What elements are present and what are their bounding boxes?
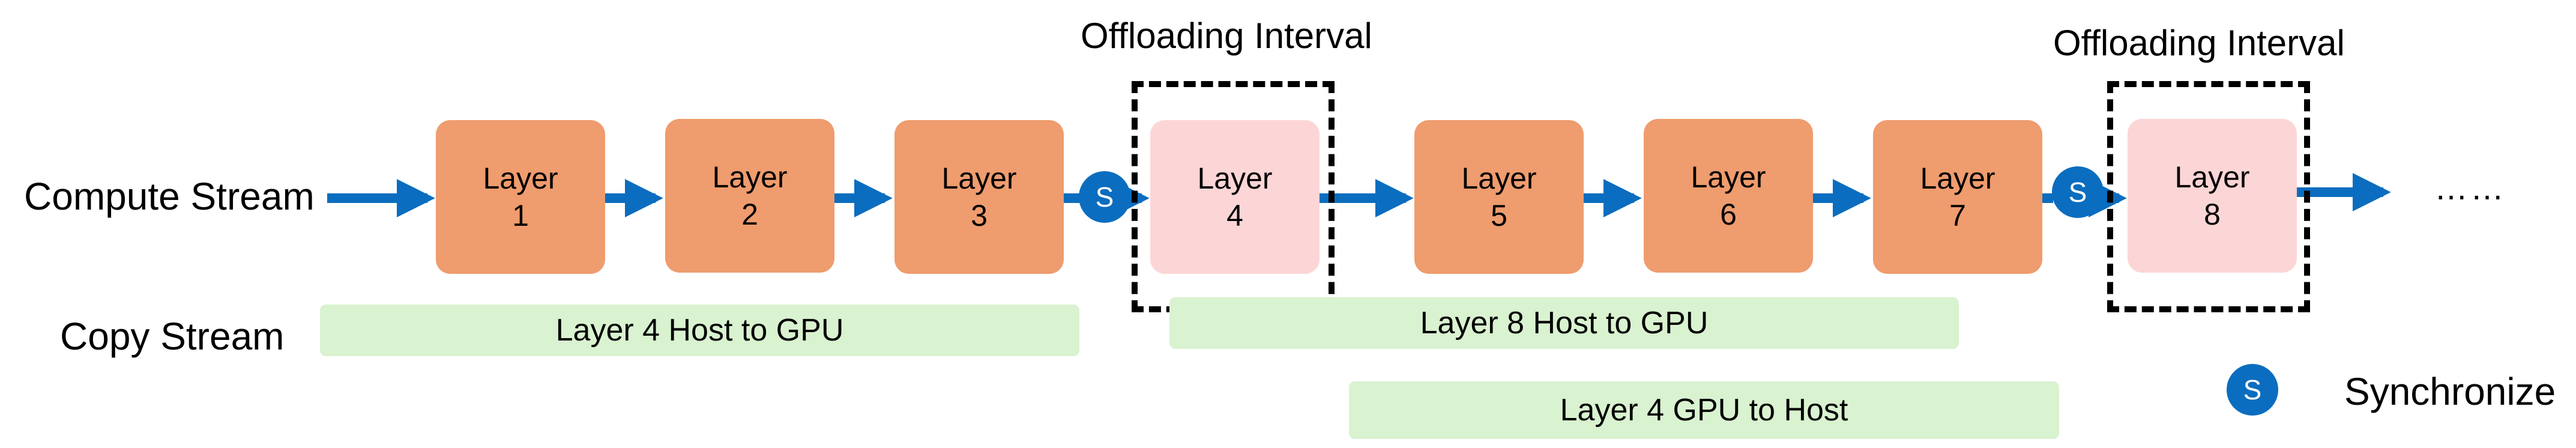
continuation-ellipsis: …… <box>2434 169 2506 207</box>
offloading-interval-label-1: Offloading Interval <box>1081 16 1372 56</box>
layer-5-block: Layer 5 <box>1414 120 1584 274</box>
offloading-interval-label-2: Offloading Interval <box>2053 23 2345 63</box>
layer-7-block: Layer 7 <box>1873 120 2042 274</box>
legend-synchronize-label: Synchronize <box>2344 370 2556 413</box>
layer-8-block: Layer 8 <box>2128 119 2297 273</box>
layer-3-block: Layer 3 <box>894 120 1064 274</box>
layer-4-word: Layer <box>1197 161 1273 195</box>
layer-8-word: Layer <box>2174 160 2250 194</box>
legend-sync-icon: S <box>2227 364 2278 416</box>
layer-6-word: Layer <box>1691 160 1766 194</box>
layer-6-block: Layer 6 <box>1644 119 1813 273</box>
layer-5-number: 5 <box>1491 199 1507 232</box>
copy-bar-layer-4-host-to-gpu: Layer 4 Host to GPU <box>320 304 1079 356</box>
copy-bar-layer-4-gpu-to-host: Layer 4 GPU to Host <box>1349 381 2059 439</box>
layer-4-number: 4 <box>1226 199 1243 232</box>
sync-marker-2: S <box>2052 166 2104 218</box>
layer-1-block: Layer 1 <box>436 120 605 274</box>
layer-7-number: 7 <box>1949 199 1966 232</box>
layer-2-number: 2 <box>741 198 758 231</box>
copy-bar-layer-8-host-to-gpu: Layer 8 Host to GPU <box>1169 297 1959 349</box>
layer-1-number: 1 <box>512 199 529 232</box>
layer-3-number: 3 <box>971 199 988 232</box>
sync-marker-1: S <box>1079 171 1130 223</box>
layer-5-word: Layer <box>1461 161 1537 195</box>
layer-3-word: Layer <box>941 161 1017 195</box>
layer-8-number: 8 <box>2204 198 2221 231</box>
layer-6-number: 6 <box>1720 198 1737 231</box>
layer-4-block: Layer 4 <box>1150 120 1320 274</box>
offloading-interval-box-2 <box>2107 81 2310 312</box>
layer-2-word: Layer <box>712 160 788 194</box>
layer-7-word: Layer <box>1920 161 1995 195</box>
compute-stream-label: Compute Stream <box>24 175 315 218</box>
layer-2-block: Layer 2 <box>665 119 834 273</box>
copy-stream-label: Copy Stream <box>60 315 285 358</box>
layer-1-word: Layer <box>483 161 558 195</box>
